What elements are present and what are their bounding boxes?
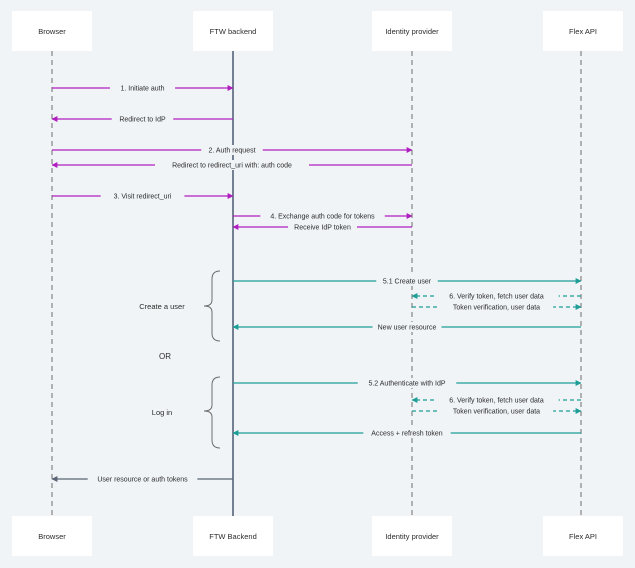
message-label-bg-14 [439, 406, 554, 416]
message-label-bg-6 [260, 211, 385, 221]
message-label-4: Redirect to redirect_uri with: auth code [172, 163, 292, 170]
message-label-11: New user resource [378, 325, 437, 332]
separator-or: OR [159, 352, 171, 361]
message-label-bg-5 [100, 191, 185, 201]
message-label-bg-12 [357, 378, 457, 388]
actor-label: Browser [38, 531, 66, 541]
message-label-12: 5.2 Authenticate with IdP [368, 381, 445, 388]
actor-backend-bottom: FTW Backend [193, 516, 273, 556]
actor-label: Identity provider [385, 531, 439, 541]
actor-label: FTW Backend [209, 531, 257, 541]
actor-browser-bottom: Browser [12, 516, 92, 556]
actor-label: Browser [38, 26, 66, 36]
message-label-8: 5.1 Create user [383, 279, 432, 286]
message-label-2: Redirect to IdP [119, 117, 166, 124]
message-label-14: Token verification, user data [453, 409, 540, 416]
message-label-15: Access + refresh token [371, 431, 443, 438]
message-label-bg-16 [87, 474, 198, 484]
message-label-7: Receive IdP token [294, 225, 351, 232]
message-label-16: User resource or auth tokens [97, 477, 188, 484]
actor-browser-top: Browser [12, 11, 92, 51]
message-label-3: 2. Auth request [208, 148, 255, 155]
message-label-bg-11 [372, 322, 442, 332]
message-label-bg-2 [111, 114, 174, 124]
message-label-1: 1. Initiate auth [121, 86, 165, 93]
message-label-9: 6. Verify token, fetch user data [449, 294, 544, 301]
message-label-bg-7 [288, 222, 357, 232]
actor-label: Identity provider [385, 26, 439, 36]
group-label-create-user: Create a user [139, 302, 185, 311]
message-label-bg-8 [376, 276, 438, 286]
actor-flex-top: Flex API [543, 11, 623, 51]
message-label-5: 3. Visit redirect_uri [114, 194, 172, 201]
message-label-10: Token verification, user data [453, 305, 540, 312]
actor-idp-bottom: Identity provider [372, 516, 452, 556]
message-label-bg-9 [434, 291, 559, 301]
message-label-13: 6. Verify token, fetch user data [449, 398, 544, 405]
actor-idp-top: Identity provider [372, 11, 452, 51]
message-label-bg-3 [201, 145, 263, 155]
message-label-6: 4. Exchange auth code for tokens [270, 214, 375, 221]
actor-label: FTW backend [209, 26, 257, 36]
group-label-log-in: Log in [152, 408, 172, 417]
actor-label: Flex API [569, 26, 597, 36]
actor-backend-top: FTW backend [193, 11, 273, 51]
actor-flex-bottom: Flex API [543, 516, 623, 556]
message-label-bg-10 [439, 302, 554, 312]
message-label-bg-4 [155, 160, 309, 170]
actor-label: Flex API [569, 531, 597, 541]
brace-create-user [203, 270, 221, 342]
message-label-bg-1 [109, 83, 176, 93]
message-label-bg-15 [363, 428, 451, 438]
message-label-bg-13 [434, 395, 559, 405]
brace-log-in [203, 376, 221, 449]
